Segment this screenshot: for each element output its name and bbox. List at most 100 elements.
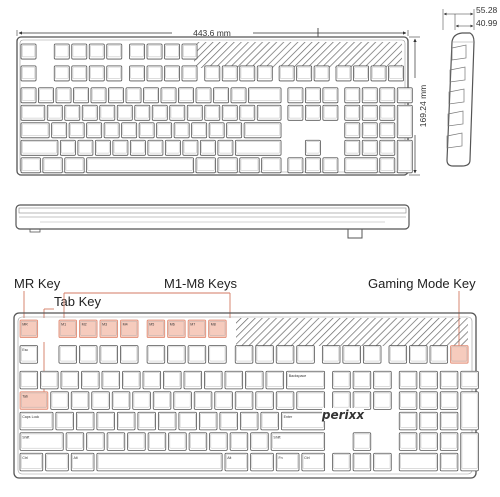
m2-key-label: M2	[82, 323, 87, 327]
f1-key	[53, 65, 70, 82]
key	[103, 122, 120, 139]
key	[256, 104, 282, 121]
key	[224, 370, 244, 390]
key	[439, 432, 459, 451]
key	[99, 104, 116, 121]
key	[419, 370, 438, 390]
caps-lock-key: Caps Lock	[19, 411, 54, 431]
m7-key: M7	[187, 319, 207, 339]
callout-tab-key: Tab Key	[54, 294, 101, 309]
f2-key	[71, 65, 88, 82]
key	[332, 370, 351, 390]
key	[226, 122, 243, 139]
key	[229, 432, 249, 451]
key	[275, 391, 295, 410]
key	[398, 432, 418, 451]
key	[217, 139, 234, 156]
depth-base-label: 40.99	[476, 18, 498, 28]
key	[138, 122, 155, 139]
f3-key	[99, 345, 118, 364]
key	[361, 122, 378, 139]
key	[199, 139, 216, 156]
key	[373, 391, 392, 410]
f9-key	[234, 345, 254, 364]
mr-key: MR	[19, 319, 39, 339]
key	[164, 139, 181, 156]
key	[373, 370, 392, 390]
left-alt-key	[64, 157, 85, 174]
left-shift-key: Shift	[19, 432, 64, 451]
key	[182, 139, 199, 156]
backspace-key: Backspace	[286, 370, 326, 390]
key	[439, 370, 459, 390]
key	[125, 87, 142, 104]
m6-key-label: M6	[170, 323, 175, 327]
f7-key	[164, 65, 180, 82]
key	[398, 370, 418, 390]
key	[429, 345, 449, 364]
key	[20, 87, 37, 104]
key	[152, 391, 172, 410]
key	[245, 370, 264, 390]
m2-key: M2	[79, 319, 98, 339]
key	[304, 139, 321, 156]
f11-key	[239, 65, 256, 82]
key	[157, 411, 177, 431]
backspace-key	[248, 87, 282, 104]
right-alt-key: Alt	[224, 452, 249, 472]
key	[64, 104, 81, 121]
f1-key	[58, 345, 77, 364]
space-key	[96, 452, 223, 472]
key	[239, 104, 256, 121]
esc-key	[20, 65, 37, 82]
key	[322, 157, 339, 174]
key	[352, 452, 372, 472]
key	[278, 65, 295, 82]
key	[379, 104, 396, 121]
key	[91, 391, 110, 410]
key	[398, 452, 438, 472]
key	[40, 370, 59, 390]
f12-key	[256, 65, 273, 82]
key	[352, 370, 372, 390]
m4-key-label: M4	[123, 323, 128, 327]
key	[379, 87, 396, 104]
key	[129, 139, 146, 156]
key	[344, 87, 361, 104]
key	[204, 104, 221, 121]
m5-key: M5	[146, 319, 166, 339]
key	[111, 391, 131, 410]
left-alt-key-label: Alt	[73, 456, 77, 460]
width-dimension: 443.6 mm	[16, 28, 409, 38]
key	[460, 391, 479, 431]
key	[73, 87, 89, 104]
key	[352, 432, 372, 451]
key	[250, 452, 274, 472]
key	[321, 345, 341, 364]
key	[191, 122, 208, 139]
key	[81, 104, 98, 121]
f6-key	[146, 65, 163, 82]
key	[77, 139, 94, 156]
backspace-key-label: Backspace	[289, 374, 307, 378]
key	[361, 104, 378, 121]
m8-key	[181, 43, 198, 60]
f9-key	[204, 65, 221, 82]
key	[344, 122, 361, 139]
f2-key	[79, 345, 98, 364]
key	[160, 87, 177, 104]
key	[396, 139, 413, 174]
key	[353, 65, 369, 82]
right-ctrl-key	[261, 157, 282, 174]
f12-key	[296, 345, 315, 364]
key	[147, 432, 167, 451]
key	[379, 122, 396, 139]
brand-logo-text: perixx	[321, 408, 366, 422]
key	[208, 122, 225, 139]
key	[419, 432, 438, 451]
right-shift-key	[234, 139, 282, 156]
key	[209, 432, 228, 451]
key	[344, 104, 361, 121]
f4-key	[120, 345, 139, 364]
